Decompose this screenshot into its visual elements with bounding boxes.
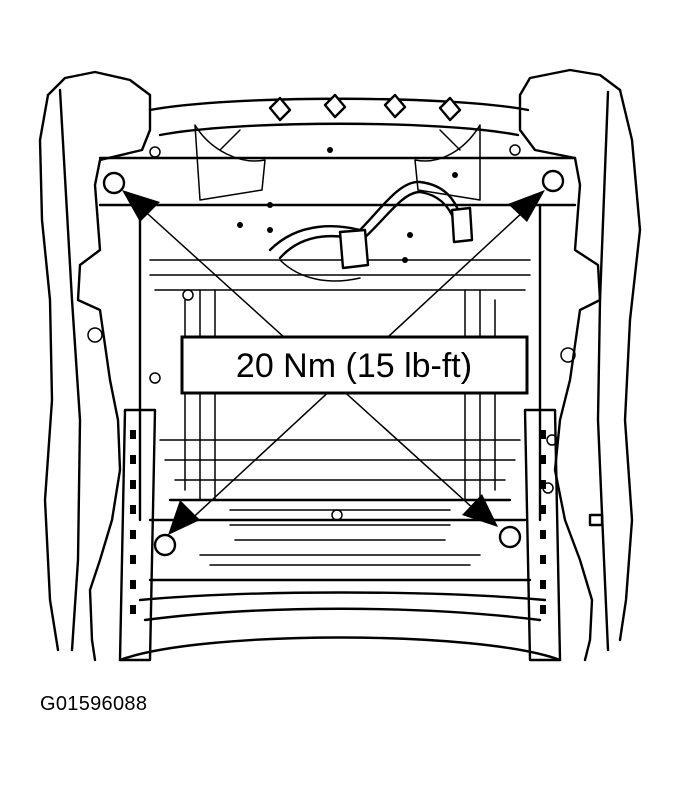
wiring-harness — [268, 180, 474, 282]
arrowhead-top-right — [508, 190, 545, 222]
bolt-locations — [102, 169, 565, 557]
seat-frame-outline — [38, 68, 642, 662]
bolt-top-right — [541, 169, 565, 193]
arrowhead-top-left — [122, 190, 160, 222]
frame-holes — [87, 144, 576, 521]
figure-id: G01596088 — [40, 693, 148, 715]
seat-inner-frame — [98, 156, 577, 522]
seat-tracks — [118, 408, 604, 662]
torque-callout: 20 Nm (15 lb-ft) — [180, 335, 529, 395]
bolt-bottom-right — [498, 525, 522, 549]
seat-pan — [118, 498, 562, 662]
arrowhead-bottom-right — [462, 494, 498, 527]
torque-label: 20 Nm (15 lb-ft) — [236, 347, 472, 385]
bolt-top-left — [102, 171, 126, 195]
arrowhead-bottom-left — [168, 500, 200, 535]
bolt-bottom-left — [153, 533, 177, 557]
seat-back-top-member — [148, 93, 530, 201]
